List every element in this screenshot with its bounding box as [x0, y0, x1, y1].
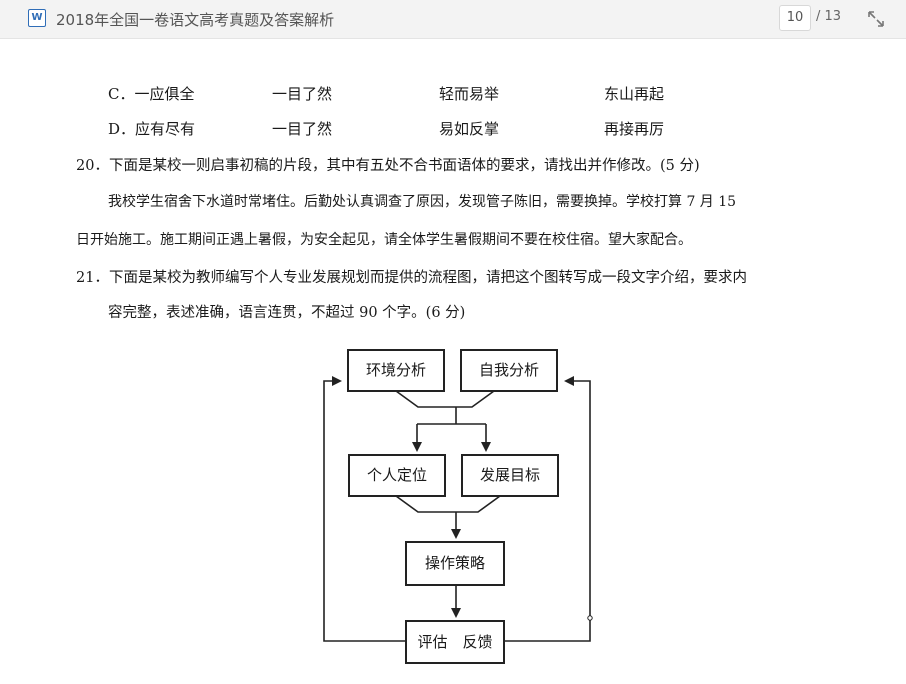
option-c-word-2: 一目了然 [272, 85, 333, 103]
box-label: 发展目标 [479, 466, 540, 484]
box-evaluation-feedback: 评估 反馈 [405, 620, 505, 664]
option-d-word-3: 易如反掌 [439, 120, 500, 138]
question-20-text-line1: 我校学生宿舍下水道时常堵住。后勤处认真调查了原因，发现管子陈旧，需要换掉。学校打… [108, 194, 737, 210]
word-doc-icon: W [28, 9, 46, 27]
option-d-label: D．应有尽有 [108, 120, 196, 138]
feedback-right-loop [505, 376, 591, 642]
option-d-word-4: 再接再厉 [604, 120, 665, 138]
analysis-merge-line [395, 390, 495, 408]
total-pages: / 13 [816, 9, 842, 24]
box-label: 操作策略 [424, 554, 485, 572]
question-20-text-line2: 日开始施工。施工期间正遇上暑假，为安全起见，请全体学生暑假期间不要在校住宿。望大… [76, 232, 692, 248]
expand-icon[interactable] [866, 9, 886, 29]
box-label: 自我分析 [478, 361, 539, 379]
current-page-input[interactable]: 10 [779, 5, 811, 31]
option-d-word-2: 一目了然 [272, 120, 333, 138]
loop-joint-dot [587, 615, 593, 621]
option-c-label: C．一应俱全 [108, 85, 195, 103]
document-title: 2018年全国一卷语文高考真题及答案解析 [56, 11, 335, 29]
question-20-prompt: 20．下面是某校一则启事初稿的片段，其中有五处不合书面语体的要求，请找出并作修改… [76, 158, 700, 174]
feedback-left-loop [323, 376, 405, 642]
box-operation-strategy: 操作策略 [405, 541, 505, 586]
box-label: 环境分析 [365, 361, 426, 379]
box-label: 评估 反馈 [417, 633, 493, 651]
option-c-word-3: 轻而易举 [439, 85, 500, 103]
targets-merge-line [395, 495, 501, 513]
box-environment-analysis: 环境分析 [347, 349, 445, 392]
question-21-prompt-line1: 21．下面是某校为教师编写个人专业发展规划而提供的流程图，请把这个图转写成一段文… [76, 270, 747, 286]
box-development-goal: 发展目标 [461, 454, 559, 497]
box-label: 个人定位 [366, 466, 427, 484]
option-c-word-4: 东山再起 [604, 85, 665, 103]
question-21-prompt-line2: 容完整，表述准确，语言连贯，不超过 90 个字。(6 分) [108, 305, 466, 321]
document-toolbar: W 2018年全国一卷语文高考真题及答案解析 10 / 13 [0, 0, 906, 39]
box-personal-positioning: 个人定位 [348, 454, 446, 497]
box-self-analysis: 自我分析 [460, 349, 558, 392]
